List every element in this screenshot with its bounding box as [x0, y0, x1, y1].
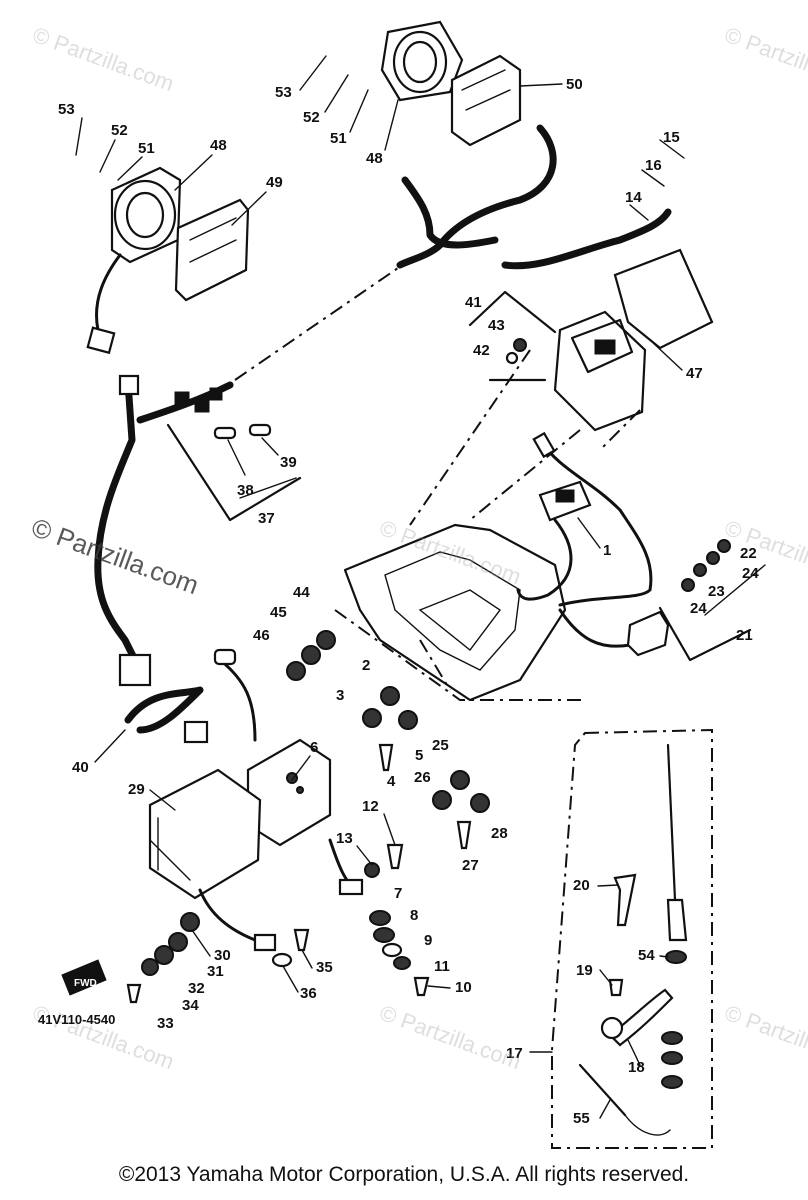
callout-53: 53 [58, 101, 75, 118]
callout-47: 47 [686, 365, 703, 382]
callout-19: 19 [576, 962, 593, 979]
callout-51b: 51 [330, 130, 347, 147]
callout-9: 9 [424, 932, 432, 949]
callout-35: 35 [316, 959, 333, 976]
copyright-notice: ©2013 Yamaha Motor Corporation, U.S.A. A… [118, 1163, 690, 1186]
callout-16: 16 [645, 157, 662, 174]
callout-41: 41 [465, 294, 482, 311]
callout-37: 37 [258, 510, 275, 527]
callout-34: 34 [182, 997, 199, 1014]
callout-43: 43 [488, 317, 505, 334]
callout-30: 30 [214, 947, 231, 964]
callout-1: 1 [603, 542, 611, 559]
callout-25: 25 [432, 737, 449, 754]
control-unit [538, 480, 592, 522]
callout-23b: 23 [708, 583, 725, 600]
callout-4: 4 [387, 773, 396, 790]
callout-52: 52 [111, 122, 128, 139]
callout-17: 17 [506, 1045, 523, 1062]
callout-13: 13 [336, 830, 353, 847]
speaker-right [380, 20, 464, 102]
callout-27: 27 [462, 857, 479, 874]
callout-8: 8 [410, 907, 418, 924]
callout-32: 32 [188, 980, 205, 997]
callout-18: 18 [628, 1059, 645, 1076]
callout-45: 45 [270, 604, 287, 621]
callout-52b: 52 [303, 109, 320, 126]
callout-51: 51 [138, 140, 155, 157]
mount-bracket [343, 523, 567, 702]
callout-14: 14 [625, 189, 642, 206]
fwd-label: FWD [74, 978, 97, 989]
switch-unit [626, 610, 670, 657]
callout-46: 46 [253, 627, 270, 644]
callout-28: 28 [491, 825, 508, 842]
callout-11: 11 [434, 958, 450, 975]
callout-53b: 53 [275, 84, 292, 101]
harness-main [94, 378, 139, 664]
callout-31: 31 [207, 963, 224, 980]
callout-24: 24 [690, 600, 707, 617]
part-code: 41V110-4540 [38, 1012, 116, 1027]
callout-44: 44 [293, 584, 310, 601]
callout-29: 29 [128, 781, 145, 798]
callout-38: 38 [237, 482, 254, 499]
callout-24b: 24 [742, 565, 759, 582]
callout-50: 50 [566, 76, 583, 93]
callout-15: 15 [663, 129, 680, 146]
callout-36: 36 [300, 985, 317, 1002]
callout-21: 21 [736, 627, 753, 644]
fwd-arrow: FWD [61, 959, 107, 996]
callout-6: 6 [310, 739, 318, 756]
callout-3: 3 [336, 687, 344, 704]
speaker-left [110, 166, 182, 264]
amplifier-left [174, 198, 250, 302]
battery-cover [613, 248, 714, 350]
callout-33: 33 [157, 1015, 174, 1032]
callout-12: 12 [362, 798, 379, 815]
amplifier-right [450, 54, 522, 147]
callout-55: 55 [573, 1110, 590, 1127]
callout-48: 48 [210, 137, 227, 154]
callout-40: 40 [72, 759, 89, 776]
callout-10: 10 [455, 979, 472, 996]
callout-49: 49 [266, 174, 283, 191]
harness-upper [396, 124, 557, 269]
callout-20: 20 [573, 877, 590, 894]
callout-39: 39 [280, 454, 297, 471]
battery-holder [553, 310, 647, 432]
connector-cluster [174, 387, 223, 413]
module-29 [148, 768, 262, 900]
callout-42: 42 [473, 342, 490, 359]
callout-2: 2 [362, 657, 370, 674]
callout-7: 7 [394, 885, 402, 902]
leader-lines [75, 55, 685, 1119]
antenna-group-border [551, 728, 713, 1149]
callout-numbers: 53 52 51 48 49 53 52 51 48 50 15 16 14 4… [58, 76, 759, 1127]
callout-5: 5 [415, 747, 423, 764]
callout-54: 54 [638, 947, 655, 964]
callout-22: 22 [740, 545, 757, 562]
callout-48b: 48 [366, 150, 383, 167]
callout-26: 26 [414, 769, 431, 786]
ground-wire [124, 686, 204, 734]
